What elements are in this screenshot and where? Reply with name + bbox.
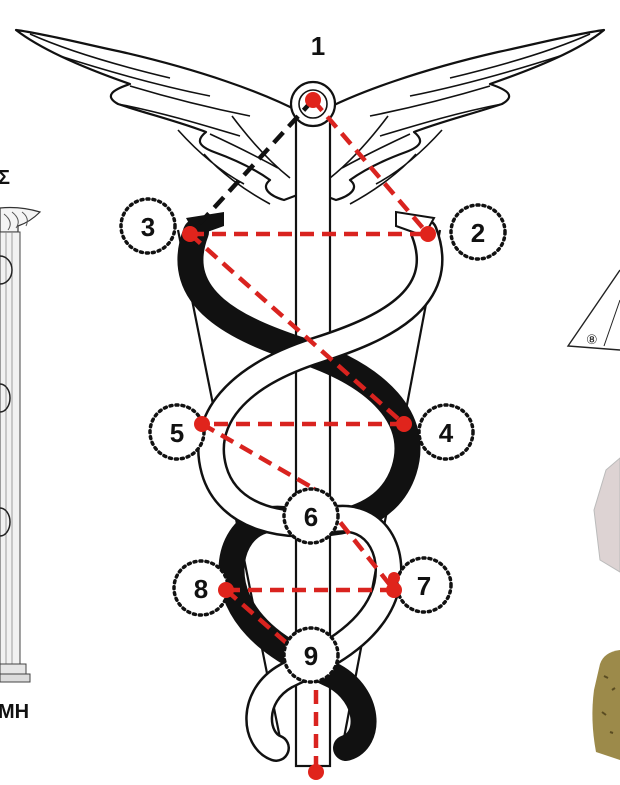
node-point-5: [194, 416, 210, 432]
stone-block: [594, 458, 620, 572]
column-capital: [0, 208, 40, 233]
node-label-8: 8: [194, 574, 208, 604]
column-shaft: [0, 232, 20, 664]
right-panel: ⑧: [568, 270, 620, 760]
node-point-8: [218, 582, 234, 598]
node-label-2: 2: [471, 218, 485, 248]
left-wing: [16, 30, 300, 204]
pyramid-marker-label: ⑧: [586, 333, 598, 348]
node-label-4: 4: [439, 418, 454, 448]
node-label-9: 9: [304, 641, 318, 671]
rock-fragment: [592, 650, 620, 760]
node-point-2: [420, 226, 436, 242]
node-point-7-upper: [388, 572, 400, 584]
node-point-base: [308, 764, 324, 780]
node-label-7: 7: [417, 571, 431, 601]
left-top-text: Σ: [0, 167, 10, 189]
node-point-3: [182, 226, 198, 242]
left-bottom-text: MH: [0, 701, 29, 723]
node-label-1: 1: [311, 31, 325, 61]
node-point-4: [396, 416, 412, 432]
column-base: [0, 664, 26, 674]
right-wing: [320, 30, 604, 204]
node-point-1: [305, 92, 321, 108]
left-column-panel: Σ MH: [0, 167, 40, 723]
node-point-7: [386, 582, 402, 598]
node-label-6: 6: [304, 502, 318, 532]
node-label-5: 5: [170, 418, 184, 448]
node-label-3: 3: [141, 212, 155, 242]
